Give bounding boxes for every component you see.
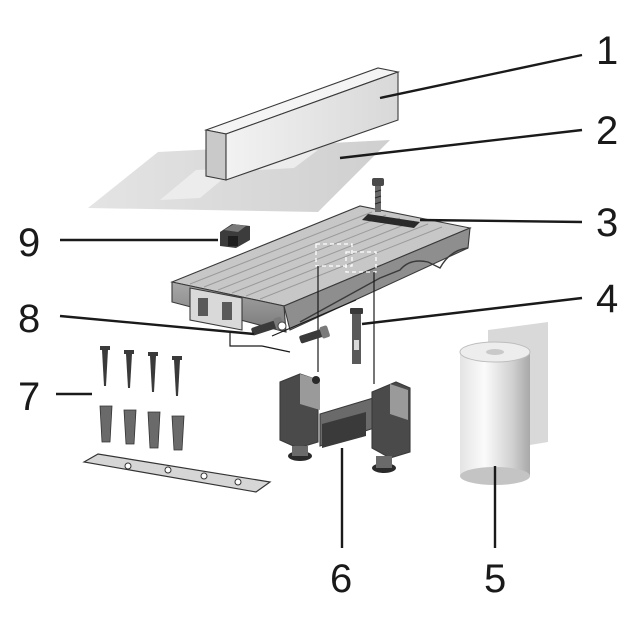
callout-7: 7 xyxy=(18,375,40,419)
callout-9: 9 xyxy=(18,221,40,265)
top-screw xyxy=(372,178,384,212)
callout-2: 2 xyxy=(596,109,618,153)
wall-plugs xyxy=(99,405,185,451)
adjustable-foot-bracket xyxy=(279,373,411,473)
adjustment-pin xyxy=(350,308,363,364)
sealing-roll xyxy=(459,322,548,485)
projection-lines xyxy=(229,266,375,384)
callout-4: 4 xyxy=(596,277,618,321)
callout-5: 5 xyxy=(484,557,506,601)
wood-screws xyxy=(100,346,182,396)
callout-3: 3 xyxy=(596,201,618,245)
small-clip xyxy=(220,224,250,248)
callout-8: 8 xyxy=(18,297,40,341)
fixing-kit xyxy=(82,346,272,493)
side-screws xyxy=(251,316,330,344)
callout-1: 1 xyxy=(596,29,618,73)
drain-channel-tray xyxy=(170,205,472,333)
mounting-plate xyxy=(82,453,272,493)
callout-6: 6 xyxy=(330,557,352,601)
leader-lines xyxy=(56,53,583,548)
top-cover-bar xyxy=(203,67,401,181)
